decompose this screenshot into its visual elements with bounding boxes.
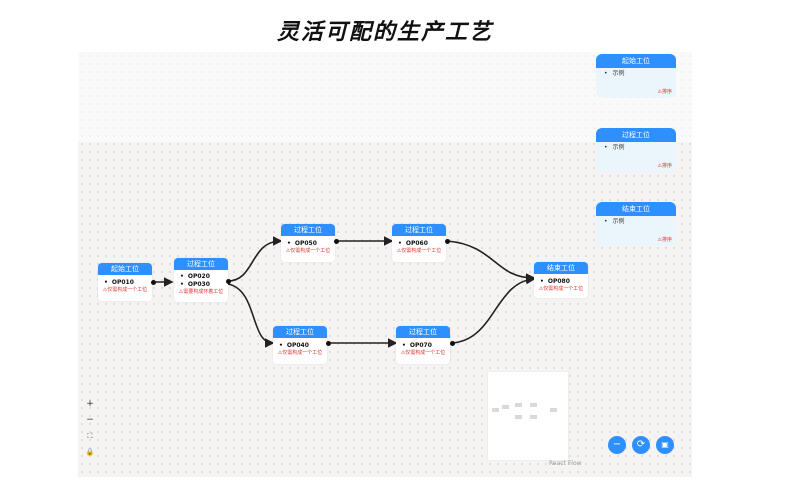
minimap-node — [515, 403, 522, 407]
node-item: OP030 — [174, 281, 228, 289]
node-item: OP020 — [174, 273, 228, 281]
node-process-op040[interactable]: 过程工位 OP040 ⚠仅需构成一个工位 — [273, 326, 327, 364]
palette-header: 结束工位 — [596, 202, 676, 216]
palette-warning: ⚠排序 — [657, 89, 672, 95]
node-process-op070[interactable]: 过程工位 OP070 ⚠仅需构成一个工位 — [396, 326, 450, 364]
edge-op030-op040 — [227, 283, 275, 348]
node-item: OP070 — [396, 342, 450, 350]
node-handle[interactable] — [151, 280, 156, 285]
palette-warning: ⚠排序 — [657, 163, 672, 169]
node-handle[interactable] — [450, 341, 455, 346]
minimap-node — [550, 408, 557, 412]
page-title: 灵活可配的生产工艺 — [276, 20, 493, 45]
minimap-node — [502, 405, 509, 409]
palette-header: 起始工位 — [596, 54, 676, 68]
zoom-out-button[interactable]: − — [86, 415, 94, 425]
node-header: 过程工位 — [392, 224, 446, 236]
node-warning: ⚠仅需构成一个工位 — [102, 287, 148, 293]
node-header: 过程工位 — [396, 326, 450, 338]
lock-icon[interactable]: 🔒 — [85, 448, 95, 456]
node-header: 过程工位 — [174, 258, 228, 270]
palette-end-node[interactable]: 结束工位 示例 ⚠排序 — [596, 202, 676, 246]
node-handle[interactable] — [334, 239, 339, 244]
palette-start-node[interactable]: 起始工位 示例 ⚠排序 — [596, 54, 676, 98]
palette-header: 过程工位 — [596, 128, 676, 142]
palette-process-node[interactable]: 过程工位 示例 ⚠排序 — [596, 128, 676, 172]
node-header: 起始工位 — [98, 263, 152, 275]
canvas-top-overlay — [78, 52, 692, 142]
node-start-op010[interactable]: 起始工位 OP010 ⚠仅需构成一个工位 — [98, 263, 152, 301]
node-warning: ⚠仅需构成一个工位 — [396, 248, 442, 254]
node-item: OP040 — [273, 342, 327, 350]
node-item: OP060 — [392, 240, 446, 248]
minus-button[interactable]: − — [608, 436, 626, 454]
edge-op030-op050 — [227, 236, 283, 282]
node-item: OP080 — [534, 278, 588, 286]
palette-item: 示例 — [596, 216, 676, 228]
node-end-op080[interactable]: 结束工位 OP080 ⚠仅需构成一个工位 — [534, 262, 588, 298]
minimap[interactable] — [487, 371, 569, 461]
palette-warning: ⚠排序 — [657, 237, 672, 243]
node-header: 结束工位 — [534, 262, 588, 274]
node-process-op060[interactable]: 过程工位 OP060 ⚠仅需构成一个工位 — [392, 224, 446, 262]
minimap-node — [515, 415, 522, 419]
save-icon[interactable]: ▣ — [656, 436, 674, 454]
refresh-icon[interactable]: ⟳ — [632, 436, 650, 454]
edge-op060-op080 — [446, 240, 536, 283]
minimap-node — [530, 403, 537, 407]
node-handle[interactable] — [226, 279, 231, 284]
fit-view-button[interactable]: ⛶ — [87, 432, 93, 440]
node-warning: ⚠仅需构成一个工位 — [538, 286, 584, 292]
node-process-op020-op030[interactable]: 过程工位 OP020 OP030 ⚠需要构成环着工位 — [174, 258, 228, 302]
node-item: OP050 — [281, 240, 335, 248]
node-handle[interactable] — [445, 239, 450, 244]
node-item: OP010 — [98, 279, 152, 287]
node-header: 过程工位 — [273, 326, 327, 338]
node-warning: ⚠需要构成环着工位 — [178, 289, 224, 295]
node-warning: ⚠仅需构成一个工位 — [285, 248, 331, 254]
node-header: 过程工位 — [281, 224, 335, 236]
edge-op070-op080 — [451, 274, 536, 344]
palette-item: 示例 — [596, 68, 676, 80]
palette-item: 示例 — [596, 142, 676, 154]
node-handle[interactable] — [326, 341, 331, 346]
node-warning: ⚠仅需构成一个工位 — [400, 350, 446, 356]
node-process-op050[interactable]: 过程工位 OP050 ⚠仅需构成一个工位 — [281, 224, 335, 262]
react-flow-attribution[interactable]: React Flow — [549, 460, 582, 467]
zoom-in-button[interactable]: + — [86, 399, 94, 409]
node-warning: ⚠仅需构成一个工位 — [277, 350, 323, 356]
minimap-node — [492, 408, 499, 412]
minimap-node — [530, 415, 537, 419]
